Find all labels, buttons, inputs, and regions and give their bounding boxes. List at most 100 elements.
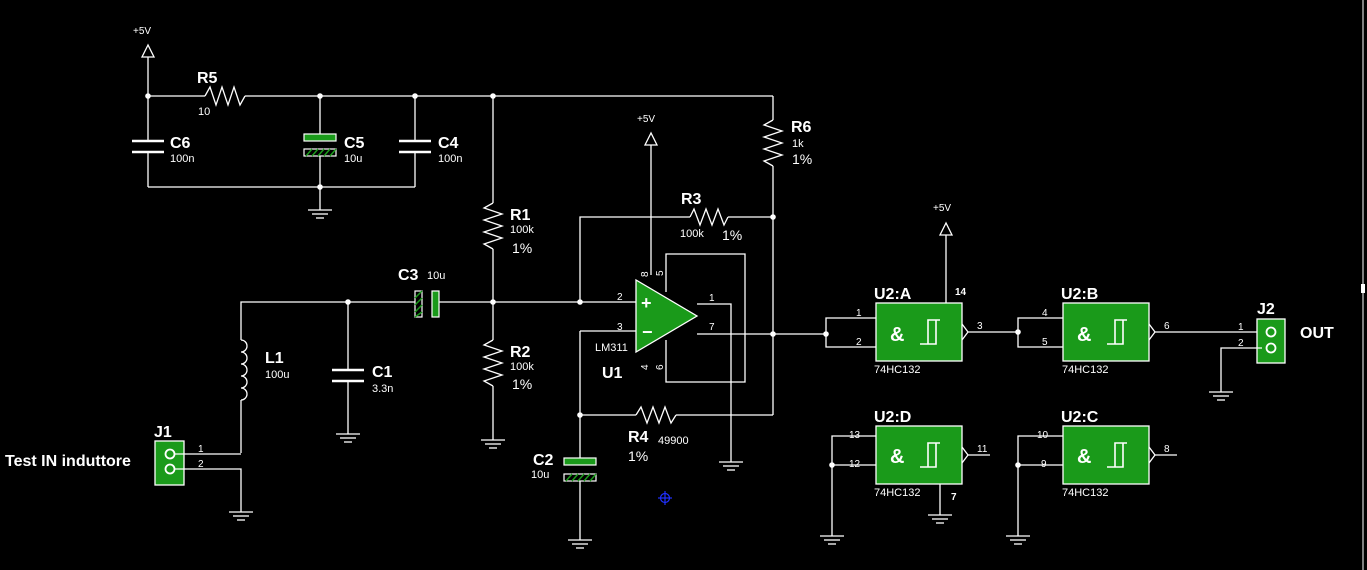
l1-ref: L1	[265, 350, 284, 367]
c6-value: 100n	[170, 153, 194, 165]
u1-pin4: 4	[640, 364, 651, 370]
vcc-u2-arrow-icon	[939, 222, 953, 236]
c1-ref: C1	[372, 364, 393, 381]
vcc-label: +5V	[133, 26, 151, 37]
u1-part: LM311	[595, 342, 628, 354]
u2a-pin2: 2	[856, 337, 862, 348]
svg-text:+: +	[641, 293, 652, 313]
l1-inductor	[240, 339, 248, 401]
gnd-r2-icon	[480, 439, 506, 449]
u2c-pin8: 8	[1164, 444, 1170, 455]
u2b-pin6: 6	[1164, 321, 1170, 332]
u1-pin3: 3	[617, 322, 623, 333]
u1-pin1: 1	[709, 293, 715, 304]
gnd-j1-icon	[228, 511, 254, 521]
r4-ref: R4	[628, 429, 649, 446]
j2-connector	[1256, 318, 1286, 364]
j1-label: Test IN induttore	[5, 453, 131, 470]
j1-ref: J1	[154, 424, 172, 441]
u2d-pin12: 12	[849, 459, 861, 470]
r2-value: 100k	[510, 361, 534, 373]
u1-comparator	[635, 278, 699, 354]
u2d-symbol: &	[890, 446, 904, 468]
j1-connector	[154, 440, 185, 486]
r2-ref: R2	[510, 344, 531, 361]
c2-value: 10u	[531, 469, 549, 481]
c1-value: 3.3n	[372, 383, 393, 395]
r3-ref: R3	[681, 191, 702, 208]
u1-pin2: 2	[617, 292, 623, 303]
r3-value: 100k	[680, 228, 704, 240]
u2b-symbol: &	[1077, 324, 1091, 346]
j1-pin2: 2	[198, 459, 204, 470]
vcc-u1-label: +5V	[637, 114, 655, 125]
r4-tol: 1%	[628, 448, 648, 464]
u1-pin6: 6	[655, 364, 666, 370]
u2b-part: 74HC132	[1062, 364, 1108, 376]
l1-value: 100u	[265, 369, 289, 381]
r1-resistor	[481, 202, 505, 250]
r5-value: 10	[198, 106, 210, 118]
vcc-arrow-icon	[141, 44, 155, 58]
c4-ref: C4	[438, 135, 459, 152]
u1-pin5: 5	[655, 270, 666, 276]
svg-text:−: −	[642, 322, 653, 342]
vcc-u2-label: +5V	[933, 203, 951, 214]
r1-ref: R1	[510, 207, 531, 224]
r6-ref: R6	[791, 119, 812, 136]
u2a-pin14: 14	[955, 287, 967, 298]
u2c-ref: U2:C	[1061, 409, 1099, 426]
u2a-symbol: &	[890, 324, 904, 346]
r1-tol: 1%	[512, 240, 532, 256]
j2-pin1: 1	[1238, 322, 1244, 333]
u1-pin7: 7	[709, 322, 715, 333]
u2a-ref: U2:A	[874, 286, 912, 303]
gnd-u2c-icon	[1005, 535, 1031, 545]
u2c-pin9: 9	[1041, 459, 1047, 470]
u2d-pin11: 11	[977, 444, 988, 455]
r5-ref: R5	[197, 70, 218, 87]
r3-resistor	[689, 207, 729, 227]
c5-capacitor	[303, 133, 337, 142]
c6-ref: C6	[170, 135, 191, 152]
j2-ref: J2	[1257, 301, 1275, 318]
r6-resistor	[761, 119, 785, 167]
u2c-part: 74HC132	[1062, 487, 1108, 499]
r2-tol: 1%	[512, 376, 532, 392]
r6-tol: 1%	[792, 151, 812, 167]
c3-value: 10u	[427, 270, 445, 282]
r5-resistor	[204, 84, 246, 108]
j1-pin1: 1	[198, 444, 204, 455]
r6-value: 1k	[792, 138, 804, 150]
u2b-gate	[1062, 302, 1150, 362]
c5-value: 10u	[344, 153, 362, 165]
gnd-j2-icon	[1208, 391, 1234, 401]
u2c-gate	[1062, 425, 1150, 485]
c5-ref: C5	[344, 135, 365, 152]
u1-pin8: 8	[640, 271, 651, 277]
u2a-part: 74HC132	[874, 364, 920, 376]
r4-value: 49900	[658, 435, 689, 447]
u1-ref: U1	[602, 365, 623, 382]
gnd-c1-icon	[335, 433, 361, 443]
u2d-gate	[875, 425, 963, 485]
vcc-u1-arrow-icon	[644, 132, 658, 146]
gnd-u1-icon	[718, 461, 744, 471]
r2-resistor	[481, 339, 505, 387]
gnd-u2-pin7-icon	[927, 514, 953, 524]
u2a-pin3: 3	[977, 321, 983, 332]
r3-tol: 1%	[722, 227, 742, 243]
j2-label: OUT	[1300, 325, 1334, 342]
crosshair-icon	[658, 491, 672, 505]
u2b-pin4: 4	[1042, 308, 1048, 319]
u2a-gate	[875, 302, 963, 362]
c2-ref: C2	[533, 452, 554, 469]
u2c-pin10: 10	[1037, 430, 1049, 441]
c4-value: 100n	[438, 153, 462, 165]
u2a-pin1: 1	[856, 308, 862, 319]
u2d-pin7: 7	[951, 492, 957, 503]
u2c-symbol: &	[1077, 446, 1091, 468]
c3-ref: C3	[398, 267, 419, 284]
gnd-u2d-icon	[819, 535, 845, 545]
